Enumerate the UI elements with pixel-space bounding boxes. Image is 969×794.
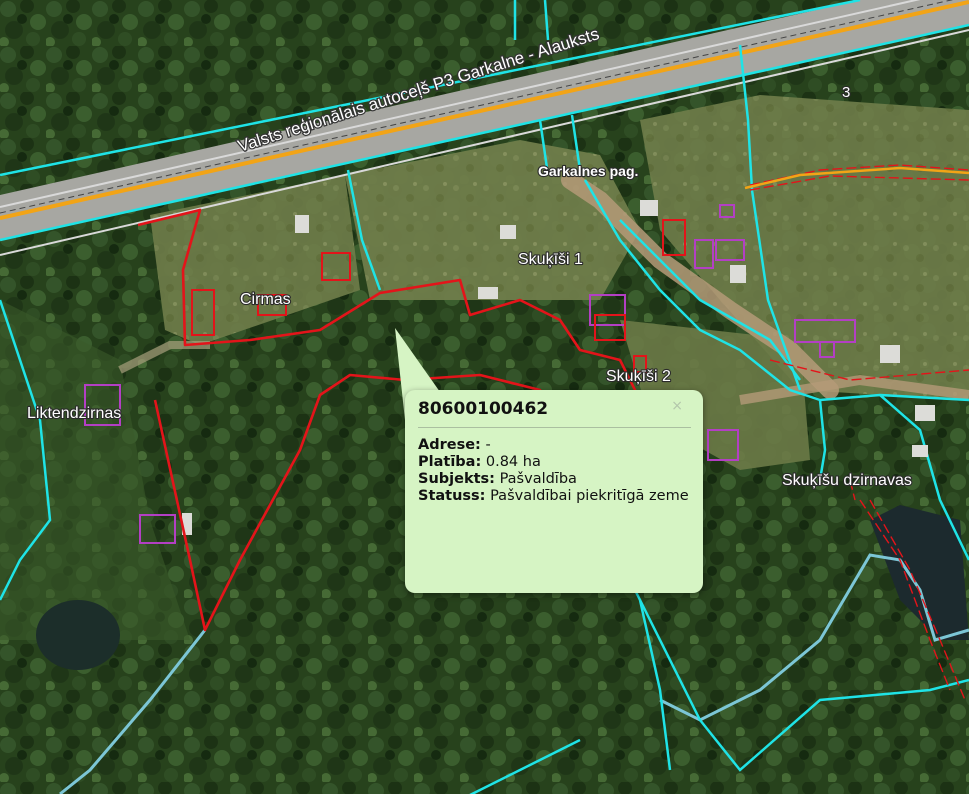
popup-field-status: Statuss: Pašvaldībai piekritīgā zeme xyxy=(418,488,691,505)
place-label-skukisi-2: Skuķīši 2 xyxy=(606,368,671,385)
road-edge xyxy=(0,0,921,208)
popup-field-area: Platība: 0.84 ha xyxy=(418,454,691,471)
field-value: - xyxy=(485,437,491,453)
road-center xyxy=(744,166,969,190)
parcel-number-label: 3 xyxy=(842,84,850,101)
place-label-liktendzirnas: Liktendzirnas xyxy=(27,405,121,422)
pond xyxy=(870,505,969,640)
field-label: Statuss: xyxy=(418,488,486,504)
stream xyxy=(659,553,969,722)
field-label: Adrese: xyxy=(418,437,481,453)
pond xyxy=(36,600,120,670)
road-surface xyxy=(0,0,969,240)
parcel-info-popup: 80600100462 × Adrese: - Platība: 0.84 ha… xyxy=(405,390,703,593)
roofs xyxy=(182,200,935,535)
parish-label: Garkalnes pag. xyxy=(538,163,638,179)
field-value: 0.84 ha xyxy=(485,454,541,470)
field-label: Subjekts: xyxy=(418,471,495,487)
road-center xyxy=(0,0,969,220)
popup-field-subject: Subjekts: Pašvaldība xyxy=(418,471,691,488)
field-area xyxy=(0,300,190,640)
field-area xyxy=(640,95,969,400)
stream xyxy=(59,629,207,794)
place-label-cirmas: Cirmas xyxy=(240,291,291,308)
field-label: Platība: xyxy=(418,454,482,470)
local-road xyxy=(739,374,969,405)
popup-title: 80600100462 xyxy=(418,399,691,428)
place-label-skukisu-dzirnavas: Skuķīšu dzirnavas xyxy=(782,472,912,489)
building-outlines xyxy=(84,204,856,544)
place-label-skukisi-1: Skuķīši 1 xyxy=(518,251,583,268)
field-value: Pašvaldībai piekritīgā zeme xyxy=(490,488,689,504)
close-icon[interactable]: × xyxy=(671,398,683,414)
field-value: Pašvaldība xyxy=(499,471,577,487)
field-area xyxy=(620,320,810,470)
road-dash xyxy=(0,0,954,214)
road-edge xyxy=(0,29,969,256)
popup-field-address: Adrese: - xyxy=(418,437,691,454)
